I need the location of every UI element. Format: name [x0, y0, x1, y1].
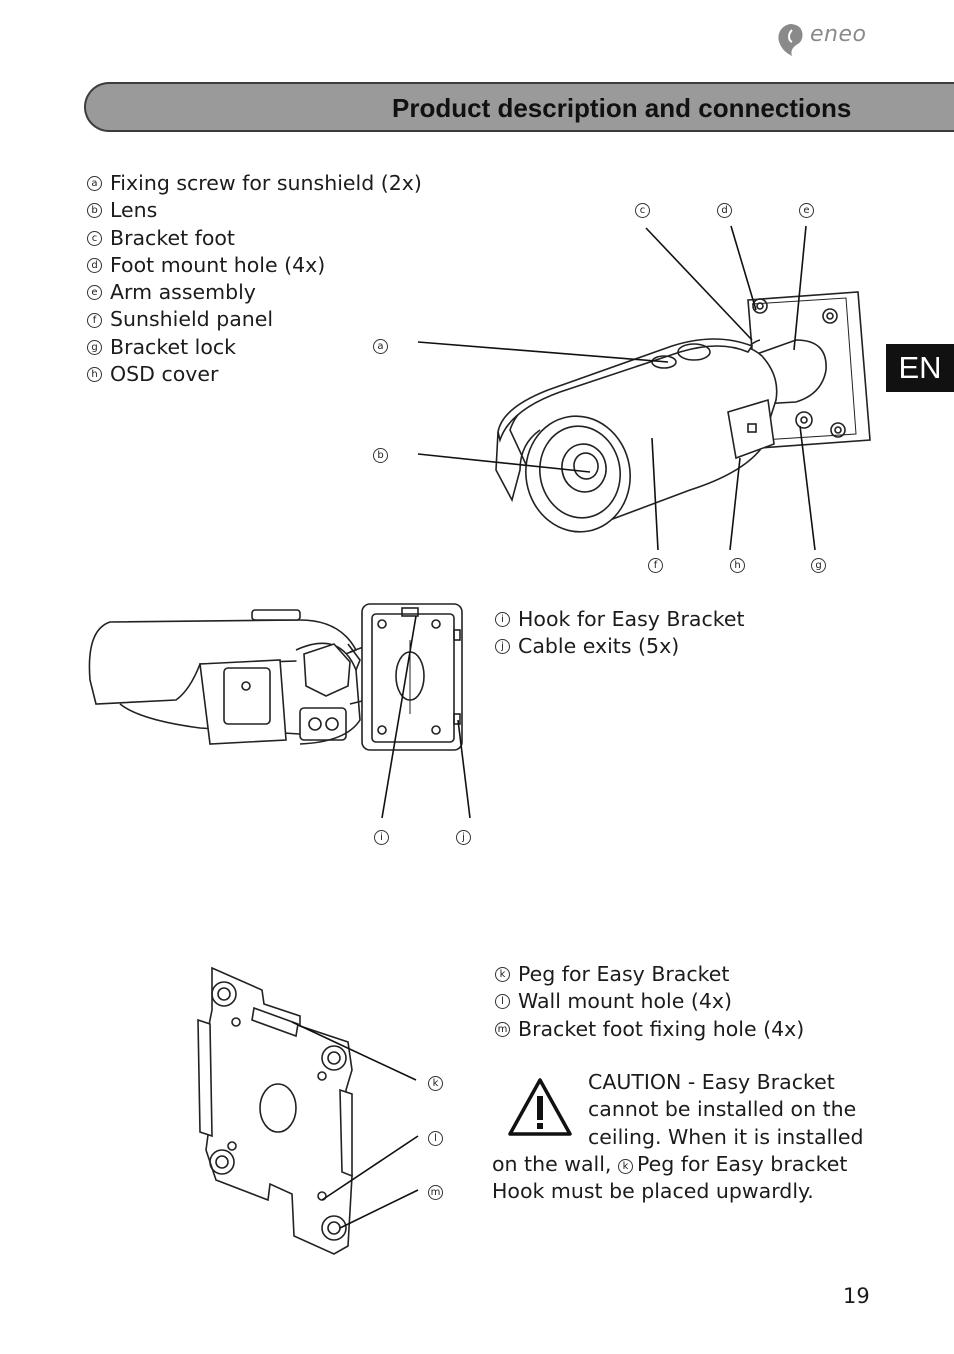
item-letter-badge: j — [495, 639, 510, 655]
item-text: Foot mount hole (4x) — [110, 252, 326, 277]
parts-list-bracket: i Hook for Easy Bracket j Cable exits (5x) — [495, 606, 745, 661]
callout-a: a — [373, 339, 388, 354]
item-text: Peg for Easy Bracket — [518, 962, 730, 986]
list-item: b Lens — [87, 197, 422, 224]
item-text: Fixing screw for sunshield (2x) — [110, 171, 422, 195]
eneo-logo — [778, 24, 803, 56]
parts-list-wall-plate: k Peg for Easy Bracket l Wall mount hole (… — [495, 961, 804, 1043]
item-text: Arm assembly — [110, 280, 256, 305]
item-letter-badge: e — [87, 285, 102, 301]
page-number: 19 — [843, 1284, 870, 1308]
item-letter-badge: h — [87, 367, 102, 383]
callout-l: l — [428, 1131, 443, 1146]
wall-plate-illustration — [197, 966, 419, 1255]
callout-k: k — [428, 1076, 443, 1091]
caution-ref-badge: k — [617, 1159, 633, 1174]
callout-i: i — [374, 830, 389, 845]
item-letter-badge: l — [495, 994, 510, 1010]
warning-triangle-icon — [508, 1078, 572, 1136]
item-text: Bracket foot fixing hole (4x) — [518, 1016, 805, 1041]
callout-d: d — [717, 203, 732, 218]
callout-e: e — [799, 203, 814, 218]
camera-side-bracket-illustration — [88, 603, 471, 819]
caution-prefix: on the wall, — [492, 1152, 612, 1176]
callout-m: m — [428, 1185, 443, 1200]
item-letter-badge: c — [87, 230, 102, 246]
list-item: m Bracket foot fixing hole (4x) — [495, 1016, 804, 1043]
callout-j: j — [456, 830, 471, 845]
item-text: Hook for Easy Bracket — [518, 607, 745, 631]
item-text: OSD cover — [110, 362, 219, 387]
list-item: g Bracket lock — [87, 334, 422, 361]
list-item: i Hook for Easy Bracket — [495, 606, 745, 633]
list-item: d Foot mount hole (4x) — [87, 252, 422, 279]
item-letter-badge: a — [87, 176, 102, 192]
list-item: k Peg for Easy Bracket — [495, 961, 804, 988]
list-item: c Bracket foot — [87, 225, 422, 252]
brand-name: eneo — [810, 22, 867, 47]
item-text: Sunshield panel — [110, 307, 274, 332]
item-letter-badge: m — [495, 1021, 510, 1037]
list-item: h OSD cover — [87, 361, 422, 388]
item-letter-badge: i — [495, 612, 510, 628]
parts-list-camera: a Fixing screw for sunshield (2x) b Lens c… — [87, 170, 422, 388]
list-item: e Arm assembly — [87, 279, 422, 306]
callout-h: h — [730, 558, 745, 573]
item-text: Bracket lock — [110, 334, 237, 359]
item-text: Bracket foot — [110, 225, 235, 250]
callout-c: c — [635, 203, 650, 218]
language-tab[interactable]: EN — [886, 344, 954, 392]
list-item: a Fixing screw for sunshield (2x) — [87, 170, 422, 197]
list-item: f Sunshield panel — [87, 306, 422, 333]
item-letter-badge: g — [87, 339, 102, 355]
callout-g: g — [811, 558, 826, 573]
callout-b: b — [373, 448, 388, 463]
item-text: Lens — [110, 198, 158, 223]
item-letter-badge: d — [87, 258, 102, 274]
caution-suffix: Peg for Easy bracket Hook must be placed… — [492, 1152, 848, 1204]
list-item: j Cable exits (5x) — [495, 633, 745, 660]
item-text: Cable exits (5x) — [518, 634, 680, 659]
item-letter-badge: k — [495, 967, 510, 983]
page-title: Product description and connections — [392, 93, 852, 123]
callout-f: f — [648, 558, 663, 573]
caution-text: CAUTION - Easy Bracket cannot be install… — [588, 1070, 864, 1149]
item-text: Wall mount hole (4x) — [518, 989, 733, 1014]
item-letter-badge: f — [87, 312, 102, 328]
camera-illustration — [417, 225, 871, 551]
section-header-bar — [84, 82, 954, 132]
list-item: l Wall mount hole (4x) — [495, 988, 804, 1015]
item-letter-badge: b — [87, 203, 102, 219]
